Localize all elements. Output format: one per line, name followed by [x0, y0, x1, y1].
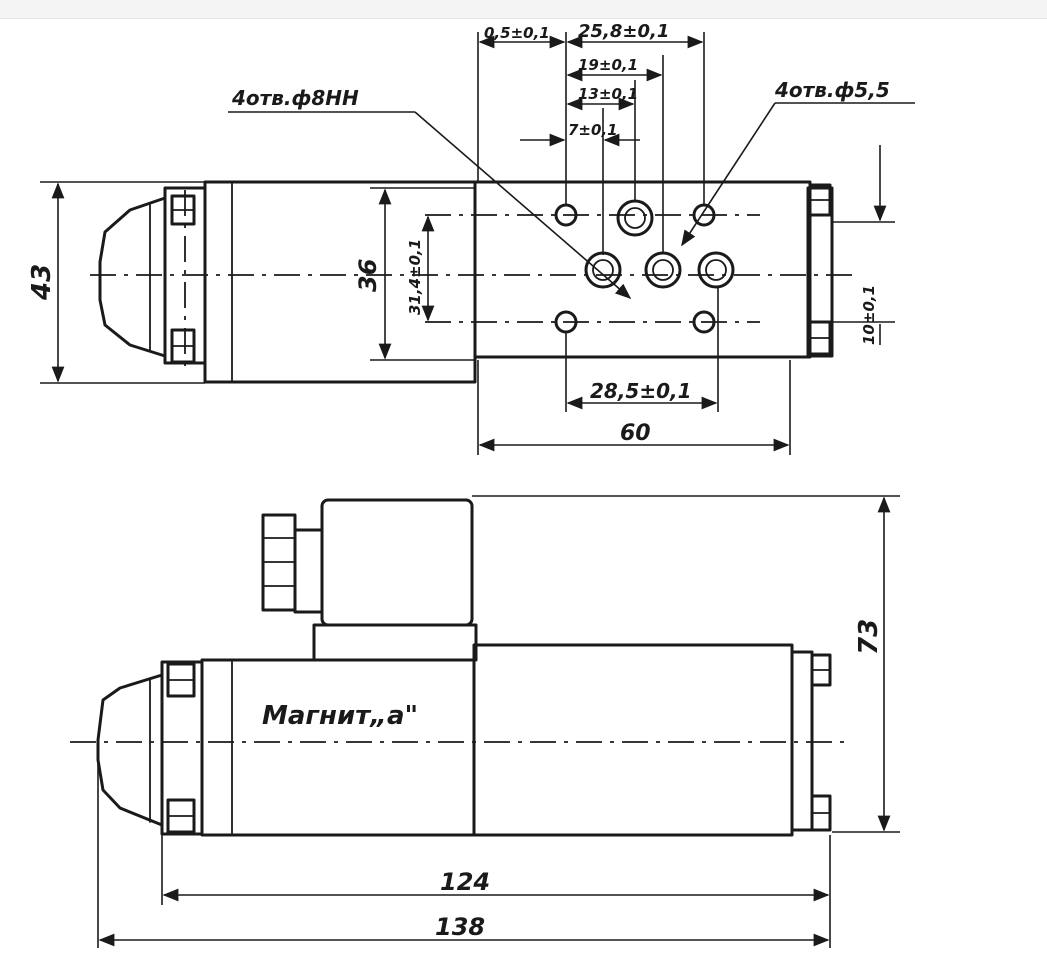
- valve-block-top: [473, 180, 812, 359]
- port-holes: [554, 199, 735, 334]
- magnet-label: Магнит„а": [262, 701, 418, 731]
- note-holes-right: 4отв.ф5,5: [774, 78, 890, 102]
- dim-36-label: 36: [354, 259, 382, 292]
- dim-top-d-label: 7±0,1: [568, 121, 618, 139]
- top-view: 43 36 31,4±0,1 10±0,1 28,5±0,1 60: [27, 21, 915, 455]
- dim-60-label: 60: [620, 421, 651, 446]
- dim-top-b-label: 19±0,1: [578, 56, 638, 74]
- valve-block-front: [472, 643, 794, 837]
- solenoid-body-top: [203, 180, 477, 384]
- dim-right-small-label: 10±0,1: [860, 285, 878, 345]
- end-cap-left-front: [96, 673, 164, 827]
- note-holes-left: 4отв.ф8НН: [231, 86, 359, 110]
- dim-top-a-label: 25,8±0,1: [578, 21, 669, 42]
- dim-top-small-label: 0,5±0,1: [484, 24, 550, 42]
- dim-138-label: 138: [435, 913, 485, 941]
- dim-top-c-label: 13±0,1: [578, 85, 638, 103]
- front-view: Магнит„а" 73 124 138: [70, 495, 900, 948]
- top-toolbar-strip: [0, 0, 1047, 19]
- dim-holes-vertical-label: 31,4±0,1: [406, 239, 424, 315]
- dim-holes-horizontal-label: 28,5±0,1: [590, 379, 692, 403]
- end-cap-left: [98, 196, 167, 358]
- connector-housing: [320, 498, 474, 627]
- dim-124-label: 124: [440, 868, 490, 896]
- dim-73-label: 73: [854, 619, 884, 655]
- solenoid-body-front: [200, 658, 476, 837]
- dim-43-label: 43: [27, 264, 57, 301]
